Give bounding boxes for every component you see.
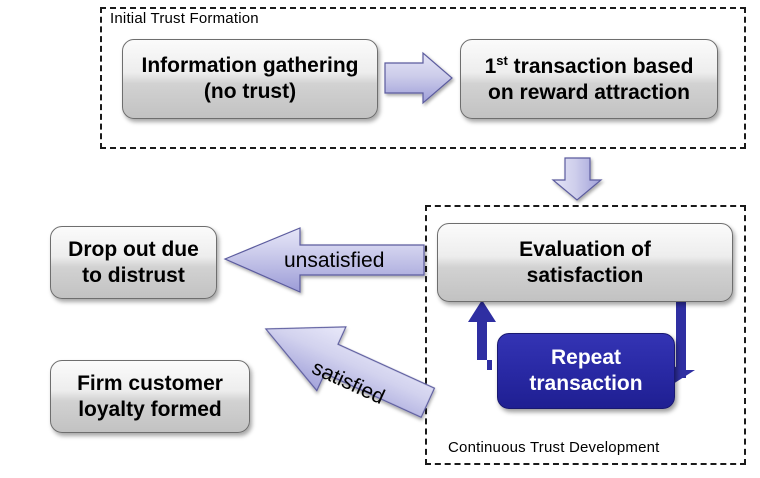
node-evaluation-of-satisfaction[interactable]: Evaluation of satisfaction: [437, 223, 733, 302]
node-evaluation-line2: satisfaction: [526, 263, 644, 287]
node-first-transaction-line1-rest: transaction based: [507, 54, 694, 78]
node-loyalty-line1: Firm customer: [77, 371, 223, 395]
node-information-gathering-line2: (no trust): [203, 80, 297, 103]
node-information-gathering[interactable]: Information gathering (no trust): [122, 39, 378, 119]
node-loyalty-line2: loyalty formed: [78, 397, 222, 421]
arrow-satisfied: [264, 326, 436, 419]
node-firm-customer-loyalty-formed[interactable]: Firm customer loyalty formed: [50, 360, 250, 433]
group-continuous-trust-development-label: Continuous Trust Development: [448, 439, 660, 456]
node-evaluation-line1: Evaluation of: [519, 237, 651, 261]
node-repeat-line2: transaction: [529, 372, 643, 395]
group-initial-trust-formation: [100, 7, 746, 149]
edge-label-unsatisfied: unsatisfied: [284, 249, 385, 272]
edge-label-satisfied: satisfied: [308, 356, 389, 409]
node-drop-out-due-to-distrust[interactable]: Drop out due to distrust: [50, 226, 217, 299]
group-initial-trust-formation-label: Initial Trust Formation: [110, 10, 259, 27]
node-first-transaction-number: 1: [484, 54, 497, 78]
node-first-transaction-ordinal-suffix: st: [496, 52, 508, 68]
node-repeat-line1: Repeat: [550, 346, 621, 370]
node-first-transaction[interactable]: 1st transaction based on reward attracti…: [460, 39, 718, 119]
node-first-transaction-line2: on reward attraction: [488, 80, 690, 104]
arrow-top-to-bottom: [551, 157, 603, 201]
node-drop-out-line2: to distrust: [82, 263, 185, 287]
node-repeat-transaction[interactable]: Repeat transaction: [497, 333, 675, 409]
node-drop-out-line1: Drop out due: [68, 237, 199, 261]
node-information-gathering-line1: Information gathering: [141, 54, 359, 78]
